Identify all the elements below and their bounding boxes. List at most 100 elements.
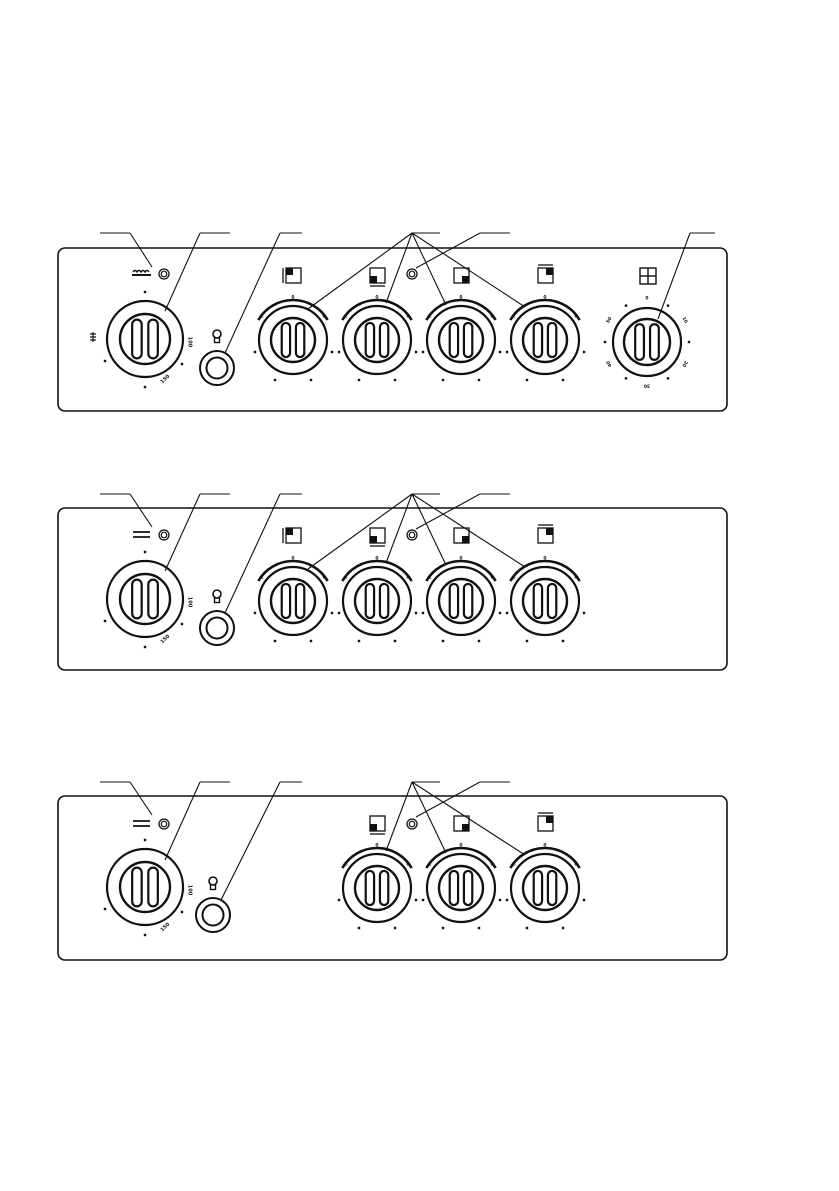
scale-tick — [337, 350, 341, 354]
oven-indicator-lamp — [158, 529, 170, 541]
front-left-zone-icon — [369, 527, 386, 547]
scale-label: 6 — [490, 862, 493, 868]
scale-label: 1 — [260, 314, 263, 320]
scale-tick — [498, 898, 502, 902]
scale-tick — [393, 926, 397, 930]
scale-tick — [477, 926, 481, 930]
scale-label: 0 — [375, 556, 378, 562]
knob-ridge — [364, 869, 376, 907]
bulb-glass — [208, 876, 218, 886]
leader-line — [385, 493, 413, 564]
oven-knob[interactable] — [105, 847, 185, 927]
timer-mark: 10 — [681, 316, 689, 324]
temp-mark: 100 — [187, 337, 193, 348]
scale-label: 0 — [459, 295, 462, 301]
scale-tick — [103, 619, 107, 623]
hob-knob[interactable] — [509, 565, 581, 637]
hob-knob[interactable] — [425, 852, 497, 924]
scale-label: 1 — [344, 314, 347, 320]
scale-tick — [666, 304, 670, 307]
rear-right-zone-icon — [537, 524, 554, 544]
knob-ridge — [280, 582, 292, 620]
scale-tick — [309, 639, 313, 643]
scale-tick — [357, 378, 361, 382]
rear-left-zone-icon — [282, 267, 302, 284]
power-arc — [257, 559, 329, 582]
knob-grip — [269, 316, 317, 364]
scale-tick — [330, 350, 334, 354]
scale-label: 6 — [490, 575, 493, 581]
knob-grip — [521, 577, 569, 625]
light-button[interactable] — [199, 610, 235, 646]
scale-tick — [357, 926, 361, 930]
scale-label: 1 — [512, 862, 515, 868]
lamp-core — [160, 270, 168, 278]
hob-knob[interactable] — [425, 565, 497, 637]
knob-ridge — [147, 866, 159, 908]
scale-tick — [180, 622, 184, 626]
button-cap — [205, 616, 229, 640]
oven-heat-icon — [132, 269, 151, 276]
leader-line — [411, 781, 526, 856]
knob-grip — [437, 316, 485, 364]
scale-label: 1 — [344, 575, 347, 581]
scale-tick — [180, 362, 184, 366]
button-cap — [201, 903, 225, 927]
knob-ridge — [364, 321, 376, 359]
scale-tick — [441, 639, 445, 643]
leader-line — [415, 781, 481, 818]
front-left-zone-icon — [369, 267, 386, 287]
lamp-core — [160, 820, 168, 828]
scale-tick — [414, 898, 418, 902]
hob-knob[interactable] — [257, 565, 329, 637]
scale-tick — [143, 385, 147, 389]
timer-knob[interactable] — [611, 306, 683, 378]
scale-tick — [582, 898, 586, 902]
lamp-core — [408, 531, 416, 539]
bulb-glass — [212, 589, 222, 599]
scale-label: 0 — [543, 295, 546, 301]
light-button[interactable] — [199, 350, 235, 386]
leader-line — [411, 232, 526, 308]
hob-knob[interactable] — [425, 304, 497, 376]
knob-ridge — [648, 323, 660, 361]
knob-ridge — [294, 321, 306, 359]
scale-label: 6 — [322, 575, 325, 581]
oven-knob[interactable] — [105, 299, 185, 379]
timer-mark: 20 — [681, 360, 689, 368]
scale-tick — [143, 645, 147, 649]
scale-tick — [253, 350, 257, 354]
scale-tick — [393, 378, 397, 382]
rear-right-zone-icon-fill — [546, 816, 553, 823]
scale-label: 6 — [406, 862, 409, 868]
temp-mark: 150 — [160, 373, 172, 385]
hob-knob[interactable] — [257, 304, 329, 376]
scale-label: 1 — [428, 314, 431, 320]
hob-knob[interactable] — [341, 565, 413, 637]
scale-tick — [180, 910, 184, 914]
rear-left-zone-icon-fill — [286, 268, 293, 275]
rear-right-zone-icon-fill — [546, 268, 553, 275]
hob-knob[interactable] — [341, 852, 413, 924]
knob-ridge — [448, 321, 460, 359]
scale-tick — [421, 898, 425, 902]
lamp-core — [160, 531, 168, 539]
rear-right-zone-icon-fill — [546, 528, 553, 535]
hob-knob[interactable] — [341, 304, 413, 376]
scale-label: 6 — [574, 575, 577, 581]
scale-label: 6 — [574, 862, 577, 868]
leader-line — [411, 781, 447, 854]
hob-knob-assembly: 106 — [421, 843, 502, 930]
hob-knob[interactable] — [509, 852, 581, 924]
scale-tick — [273, 639, 277, 643]
knob-grip — [353, 316, 401, 364]
light-button[interactable] — [195, 897, 231, 933]
hob-knob[interactable] — [509, 304, 581, 376]
heating-indicator-icon — [133, 531, 150, 538]
hob-knob-assembly: 106 — [505, 843, 586, 930]
oven-knob[interactable] — [105, 559, 185, 639]
temp-mark: 150 — [160, 633, 172, 645]
leader-line — [307, 232, 413, 310]
